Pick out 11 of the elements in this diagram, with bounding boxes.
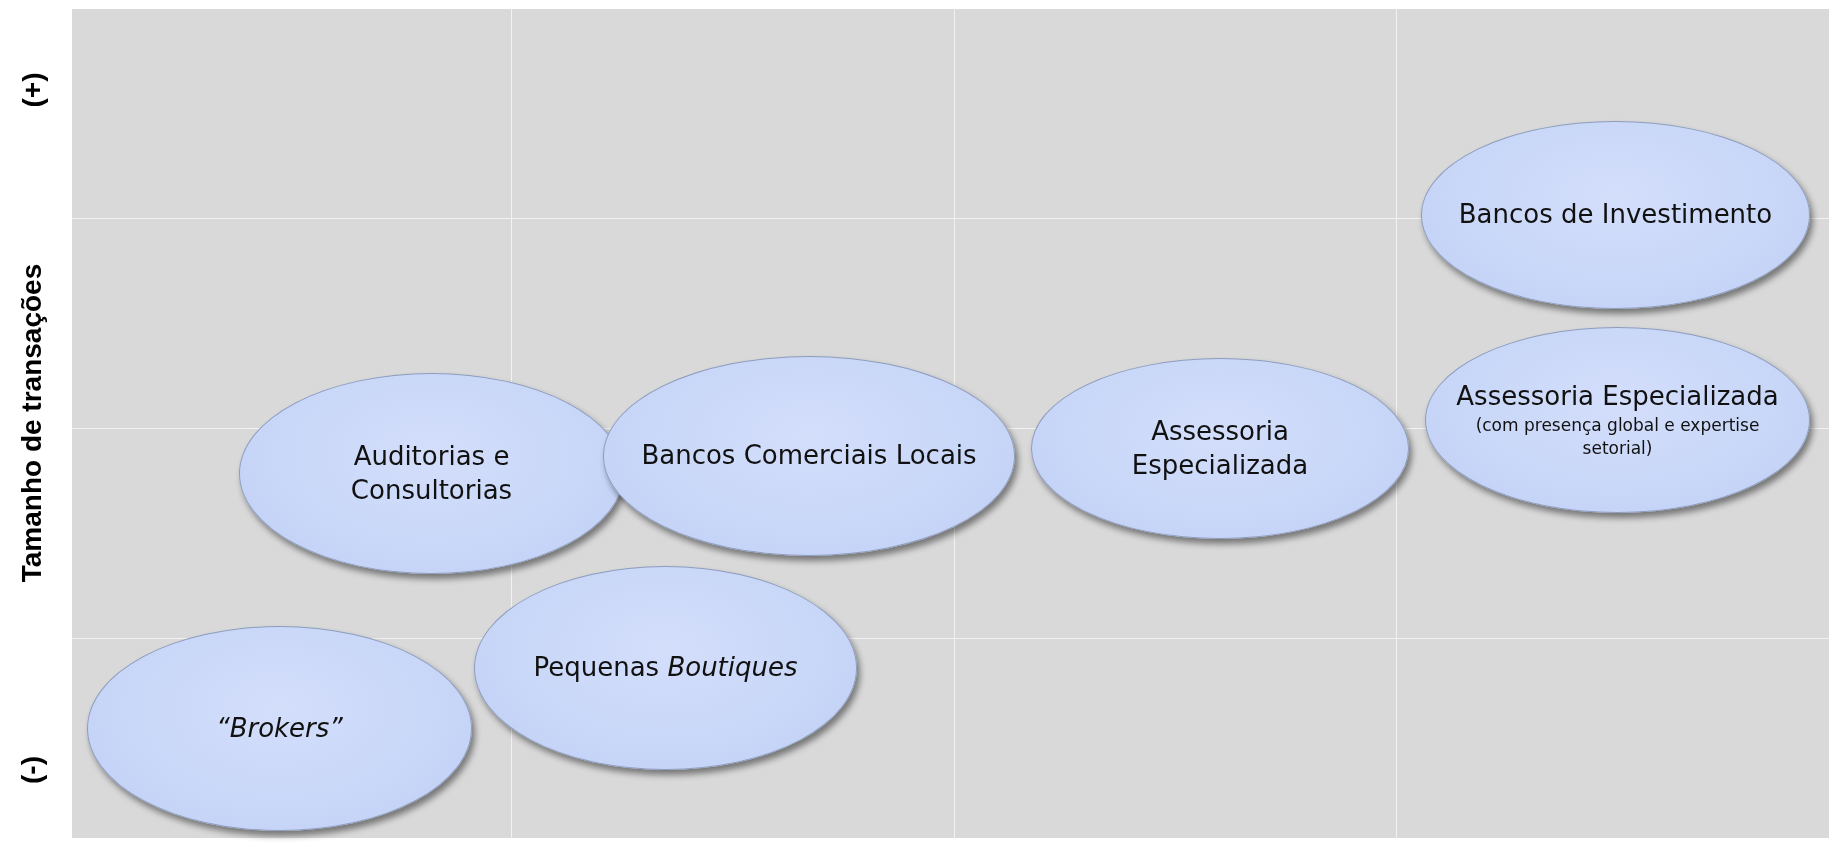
ellipse-note: (com presença global e expertise setorial) [1474, 413, 1761, 460]
ellipse-label: Assessoria Especializada [1130, 414, 1310, 482]
ellipse-label: Bancos Comerciais Locais [641, 439, 977, 473]
ellipse-label: Bancos de Investimento [1458, 198, 1773, 232]
axis-end-label: (+) [16, 72, 48, 108]
ellipse-label: Assessoria Especializada [1456, 380, 1779, 414]
ellipse-label: Pequenas Boutiques [533, 651, 798, 685]
axis-title: Tamanho de transações [16, 263, 49, 583]
ellipse-label: “Brokers” [216, 711, 343, 745]
axis-end-label: (-) [16, 756, 48, 784]
ellipse-label: Auditorias e Consultorias [349, 439, 514, 507]
